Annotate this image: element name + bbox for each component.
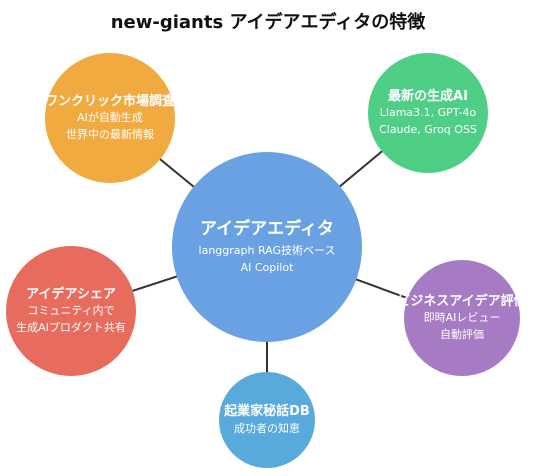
node-founder-stories-db: 起業家秘話DB 成功者の知恵 (219, 372, 315, 468)
node-generative-ai-title: 最新の生成AI (388, 88, 468, 104)
node-business-evaluation: ビジネスアイデア評価 即時AIレビュー 自動評価 (397, 260, 527, 376)
node-business-evaluation-line2: 自動評価 (440, 327, 484, 341)
node-idea-share: アイデアシェア コミュニティ内で 生成AIプロダクト共有 (6, 246, 136, 376)
node-idea-share-title: アイデアシェア (26, 286, 116, 302)
node-market-research-line2: 世界中の最新情報 (66, 127, 154, 141)
node-founder-stories-db-title: 起業家秘話DB (224, 403, 310, 419)
node-founder-stories-db-line1: 成功者の知恵 (234, 421, 300, 435)
node-idea-editor: アイデアエディタ langgraph RAG技術ベース AI Copilot (172, 152, 362, 342)
diagram-title: new-giants アイデアエディタの特徴 (110, 12, 426, 33)
node-business-evaluation-line1: 即時AIレビュー (423, 311, 501, 325)
node-business-evaluation-title: ビジネスアイデア評価 (397, 293, 527, 309)
node-generative-ai-line1: Llama3.1, GPT-4o (379, 106, 477, 120)
node-idea-editor-line1: langgraph RAG技術ベース (198, 244, 336, 258)
node-idea-editor-title: アイデアエディタ (200, 218, 334, 239)
node-idea-share-line1: コミュニティ内で (27, 304, 115, 318)
node-market-research-line1: AIが自動生成 (77, 111, 143, 125)
node-generative-ai: 最新の生成AI Llama3.1, GPT-4o Claude, Groq OS… (368, 53, 488, 173)
node-idea-editor-line2: AI Copilot (240, 260, 294, 274)
node-market-research-title: ワンクリック市場調査 (45, 93, 176, 109)
node-market-research: ワンクリック市場調査 AIが自動生成 世界中の最新情報 (45, 53, 175, 183)
node-generative-ai-line2: Claude, Groq OSS (379, 122, 477, 136)
node-idea-share-line2: 生成AIプロダクト共有 (16, 320, 126, 334)
